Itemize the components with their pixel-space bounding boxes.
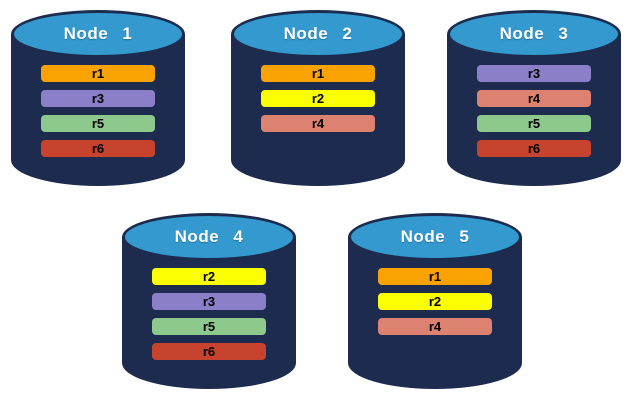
cylinder-body xyxy=(447,34,621,186)
cylinder-body xyxy=(11,34,185,186)
replica-bar-r4: r4 xyxy=(261,115,375,132)
replica-bar-r3: r3 xyxy=(477,65,591,82)
replica-bar-r2: r2 xyxy=(378,293,492,310)
replica-list: r3 r4 r5 r6 xyxy=(477,65,591,157)
cylinder-top-ellipse: Node 5 xyxy=(348,213,522,261)
node-title: Node 4 xyxy=(174,227,244,246)
replica-bar-r4: r4 xyxy=(378,318,492,335)
database-node-2: Node 2 r1 r2 r4 xyxy=(231,10,405,186)
replica-list: r1 r2 r4 xyxy=(261,65,375,132)
replica-bar-r3: r3 xyxy=(41,90,155,107)
replica-bar-r2: r2 xyxy=(152,268,266,285)
node-title: Node 5 xyxy=(400,227,470,246)
cylinder-top-ellipse: Node 1 xyxy=(11,10,185,58)
replica-bar-r5: r5 xyxy=(477,115,591,132)
replica-bar-r1: r1 xyxy=(378,268,492,285)
replica-bar-r1: r1 xyxy=(261,65,375,82)
node-title: Node 1 xyxy=(63,24,133,43)
replica-bar-r3: r3 xyxy=(152,293,266,310)
database-node-4: Node 4 r2 r3 r5 r6 xyxy=(122,213,296,389)
replica-bar-r6: r6 xyxy=(152,343,266,360)
replica-bar-r4: r4 xyxy=(477,90,591,107)
database-node-3: Node 3 r3 r4 r5 r6 xyxy=(447,10,621,186)
replica-list: r1 r2 r4 xyxy=(378,268,492,335)
database-node-5: Node 5 r1 r2 r4 xyxy=(348,213,522,389)
replica-list: r1 r3 r5 r6 xyxy=(41,65,155,157)
cylinder-body xyxy=(231,34,405,186)
replica-bar-r5: r5 xyxy=(41,115,155,132)
replica-bar-r2: r2 xyxy=(261,90,375,107)
cylinder-top-ellipse: Node 4 xyxy=(122,213,296,261)
cylinder-top-ellipse: Node 2 xyxy=(231,10,405,58)
replica-bar-r6: r6 xyxy=(41,140,155,157)
replica-bar-r6: r6 xyxy=(477,140,591,157)
node-title: Node 3 xyxy=(499,24,569,43)
cylinder-body xyxy=(348,237,522,389)
cylinder-top-ellipse: Node 3 xyxy=(447,10,621,58)
cylinder-body xyxy=(122,237,296,389)
database-node-1: Node 1 r1 r3 r5 r6 xyxy=(11,10,185,186)
replica-bar-r1: r1 xyxy=(41,65,155,82)
replica-list: r2 r3 r5 r6 xyxy=(152,268,266,360)
node-title: Node 2 xyxy=(283,24,353,43)
replica-bar-r5: r5 xyxy=(152,318,266,335)
